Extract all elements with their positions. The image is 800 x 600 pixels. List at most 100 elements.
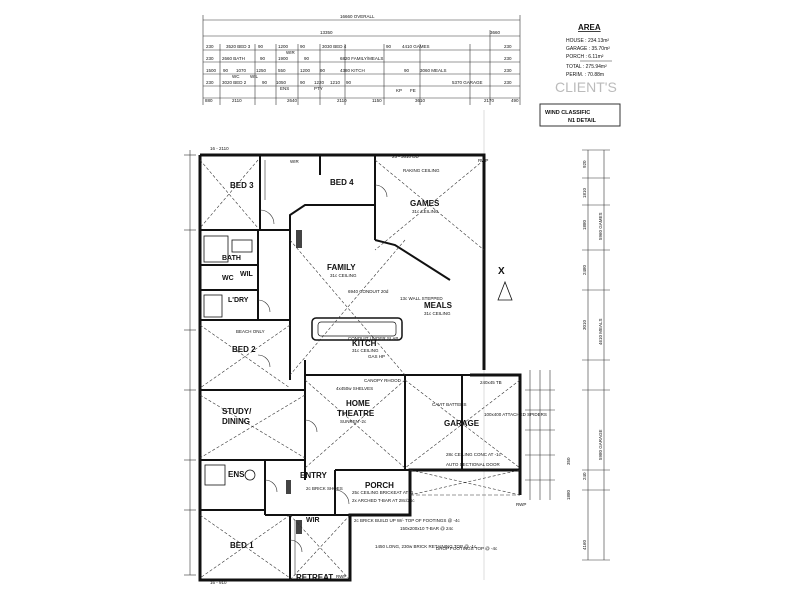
notes: RAKING CEILING 25 - 3610 DD 16 - 2110 16…	[210, 146, 547, 585]
dim-13350: 13350	[320, 30, 333, 35]
dim-r2-3: 1900	[278, 56, 289, 61]
room-games: GAMES	[410, 199, 440, 208]
dim-r1-6: 90	[386, 44, 392, 49]
area-porch: PORCH : 6.11m²	[566, 54, 604, 60]
note-tbar: 150x200x10 T-BAR @ 24c	[400, 526, 454, 531]
note-16-2110: 16 - 2110	[210, 146, 229, 151]
note-rwp3: RWP	[336, 574, 346, 579]
dim-r4-4: 90	[300, 80, 306, 85]
dim-r4-2: 90	[262, 80, 268, 85]
dim-r3-2: 1070	[236, 68, 247, 73]
wind-line1: WIND CLASSIFIC	[545, 110, 590, 116]
note-drop-footings: DROP FOOTINGS TOP @ -4c	[436, 546, 498, 551]
room-study-1: STUDY/	[222, 407, 252, 416]
dim-fe: FE	[410, 88, 416, 93]
note-ceiling-garage: 28c CEILING CONC AT -1c	[446, 452, 502, 457]
dim-r2-4: 90	[304, 56, 310, 61]
room-wc: WC	[222, 275, 234, 282]
room-bed4: BED 4	[330, 178, 354, 187]
note-arched: 2x ARCHED T-BAR AT 28c/24c	[352, 498, 415, 503]
dim-r2-0: 230	[206, 56, 214, 61]
dim-r3-4: 550	[278, 68, 286, 73]
dim-r3-1: 90	[223, 68, 229, 73]
area-house: HOUSE : 234.13m²	[566, 38, 609, 44]
room-kitch: KITCH	[352, 339, 377, 348]
room-study-2: DINING	[222, 417, 250, 426]
rdim-games: 5960 GAMES	[598, 212, 603, 240]
wind-line2: N1 DETAIL	[568, 118, 597, 124]
room-retreat: RETREAT	[296, 573, 333, 582]
dim-r4-1: 3020 BED 2	[222, 80, 247, 85]
dim-r4-8: 5370 GARAGE	[452, 80, 483, 85]
dim-wil: WIL	[250, 74, 258, 79]
rdim-v5: 2480	[582, 264, 587, 275]
dim-r5-5: 3610	[415, 98, 426, 103]
dim-r2-5: 6820 FAMILY/MEALS	[340, 56, 383, 61]
room-bed2: BED 2	[232, 345, 256, 354]
note-16-910: 16 - 910	[210, 580, 227, 585]
dim-r3-9: 3060 MEALS	[420, 68, 447, 73]
family-ceiling: 31c CEILING	[330, 273, 357, 278]
games-ceiling: 31c CEILING	[412, 209, 439, 214]
clients-watermark: CLIENT'S	[555, 79, 617, 95]
rdim-garage: 5980 GARAGE	[598, 429, 603, 460]
north-arrow-icon	[497, 280, 513, 301]
dim-r1-1: 3520 BED 3	[226, 44, 251, 49]
dim-r4-5: 1220	[314, 80, 325, 85]
dim-ens: ENS	[280, 86, 289, 91]
room-wir-bot: WIR	[306, 517, 320, 524]
note-gas-hp: GAS HP	[368, 354, 385, 359]
note-conduit-slab: CONDUIT UNDER SLAB	[348, 336, 398, 341]
dim-r3-0: 1500	[206, 68, 217, 73]
dim-r4-6: 1210	[330, 80, 341, 85]
area-title: AREA	[578, 23, 601, 32]
note-canopy: CANOPY RHOOD	[364, 378, 402, 383]
dim-r3-7: 4380 KITCH	[340, 68, 365, 73]
dim-r5-6: 2170	[484, 98, 495, 103]
right-dimensions: 5960 GAMES 4610 MEALS 5980 GARAGE 920 18…	[566, 149, 610, 561]
ceiling-lines	[199, 159, 521, 581]
dim-r4-0: 230	[206, 80, 214, 85]
dim-r5-7: 490	[511, 98, 519, 103]
dim-r3-6: 90	[320, 68, 326, 73]
note-cavit: CAVIT BATTENS	[432, 402, 467, 407]
room-ldry: L'DRY	[228, 297, 249, 304]
note-tb: 240x45 TB	[480, 380, 502, 385]
dim-r3-3: 1250	[256, 68, 267, 73]
dim-3660: 3660	[490, 30, 501, 35]
room-theatre: THEATRE	[337, 409, 375, 418]
note-rwp1: RWP	[478, 158, 488, 163]
room-bed3: BED 3	[230, 181, 254, 190]
rdim-v9: 350	[566, 457, 571, 465]
note-brick-shoes: 2c BRICK SHOES	[306, 486, 343, 491]
note-retaining: 1450 LONG, 230w BRICK RETAINING TOP @ -1…	[375, 544, 477, 549]
dim-r5-2: 2640	[287, 98, 298, 103]
dim-r1-8: 230	[504, 44, 512, 49]
note-wall-stepped: 13c WALL STEPPED	[400, 296, 443, 301]
rdim-meals: 4610 MEALS	[598, 318, 603, 345]
dim-r3-10: 230	[504, 68, 512, 73]
note-dim-top: 25 - 3610 DD	[392, 154, 420, 159]
note-rwp2: RWP	[516, 502, 526, 507]
room-meals: MEALS	[424, 301, 453, 310]
rdim-v3: 1880	[582, 219, 587, 230]
left-dimensions	[184, 150, 196, 576]
rdim-v8: 1880	[566, 489, 571, 500]
room-labels: BED 3 BED 4 WIR GAMES 31c CEILING BATH W…	[222, 159, 480, 582]
area-total: TOTAL : 275.94m²	[566, 64, 607, 70]
room-home: HOME	[346, 399, 371, 408]
door-swings	[257, 184, 388, 553]
top-dimensions: 16660 OVERALL 13350 3660 230 3520 BED 3 …	[202, 14, 521, 105]
rdim-v7: 4160	[582, 539, 587, 550]
dim-r5-0: 880	[205, 98, 213, 103]
dim-r2-2: 90	[260, 56, 266, 61]
note-x-mark: X	[498, 266, 505, 277]
room-porch: PORCH	[365, 481, 394, 490]
dim-pty: PTY	[314, 86, 323, 91]
dim-wir: WIR	[286, 50, 295, 55]
note-shelves: 4x450w SHELVES	[336, 386, 373, 391]
dim-r1-2: 90	[258, 44, 264, 49]
dim-r4-3: 1050	[276, 80, 287, 85]
room-entry: ENTRY	[300, 471, 327, 480]
